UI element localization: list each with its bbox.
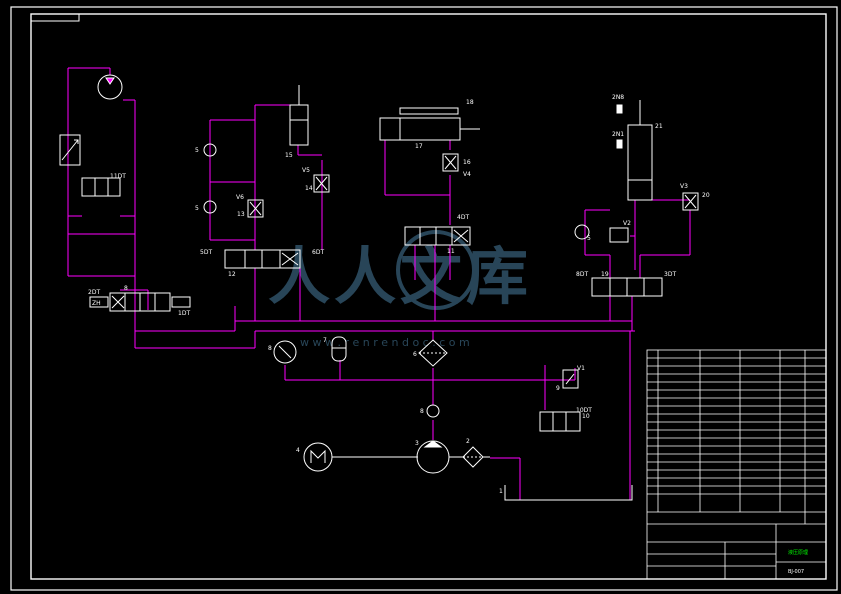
pressure-gauge	[273, 340, 297, 364]
component-label: V6	[236, 194, 244, 201]
title-block-title: 液压原理	[788, 549, 808, 556]
component-label: 4DT	[457, 214, 469, 221]
pipe-network	[67, 67, 691, 500]
valve-10dt	[81, 177, 121, 197]
component-label: 8	[420, 408, 424, 415]
component-label: 10DT	[576, 407, 592, 414]
corner-tab	[30, 13, 80, 22]
component-label: 10	[582, 413, 590, 420]
component-label: 5DT	[200, 249, 212, 256]
component-label: 14	[305, 185, 313, 192]
component-label: 2N8	[612, 94, 624, 101]
component-label: 6DT	[312, 249, 324, 256]
component-label: 12	[228, 271, 236, 278]
valve-v2	[609, 227, 629, 243]
limit-switch-2n8	[616, 104, 623, 114]
component-label: 8	[124, 285, 128, 292]
component-label: V4	[463, 171, 471, 178]
component-label: 6	[413, 351, 417, 358]
title-block-drawing-no: BJ-007	[788, 569, 804, 575]
cylinder-17	[379, 117, 461, 141]
component-label: 2N1	[612, 131, 624, 138]
labels: 1 2 3 4 5 5 5 6 7 8 8 9 10 8 12 11 19 13…	[88, 94, 710, 495]
component-label: 16	[463, 159, 471, 166]
component-label: 18	[466, 99, 474, 106]
component-label: 19	[601, 271, 609, 278]
component-label: 11	[447, 248, 455, 255]
component-label: 9	[556, 385, 560, 392]
components	[59, 74, 699, 501]
relief-valve-9	[562, 369, 579, 389]
component-label: V2	[623, 220, 631, 227]
throttle-16	[442, 153, 459, 172]
component-label: 17	[415, 143, 423, 150]
component-label: 3DT	[664, 271, 676, 278]
component-label: V3	[680, 183, 688, 190]
component-label: 21	[655, 123, 663, 130]
component-label: 15	[285, 152, 293, 159]
proportional-relief	[59, 134, 81, 166]
filter-2	[462, 446, 484, 468]
cylinder-15	[289, 104, 309, 146]
component-label: 4	[296, 447, 300, 454]
limit-switch-2n1	[616, 139, 623, 149]
component-label: V5	[302, 167, 310, 174]
valve-11	[404, 226, 471, 246]
component-label: 2DT	[88, 289, 100, 296]
component-label: 3	[415, 440, 419, 447]
inner-border	[30, 13, 827, 580]
component-label: ZH	[92, 300, 101, 307]
sensor-18	[399, 107, 459, 115]
throttle-13	[247, 199, 264, 218]
component-label: 8DT	[576, 271, 588, 278]
component-label: 7	[323, 337, 327, 344]
throttle-20	[682, 192, 699, 211]
valve-10	[539, 411, 581, 432]
component-label: 8	[268, 345, 272, 352]
outer-border	[10, 6, 838, 591]
accumulator-7	[331, 336, 347, 362]
component-label: 2	[466, 438, 470, 445]
check-valve-5c	[574, 224, 590, 240]
aux-pump	[97, 74, 123, 100]
title-block	[646, 349, 827, 580]
component-label: 11DT	[110, 173, 126, 180]
component-label: V1	[577, 365, 585, 372]
filter-6	[418, 339, 448, 367]
component-label: 20	[702, 192, 710, 199]
component-label: 1	[499, 488, 503, 495]
component-label: 5	[195, 147, 199, 154]
cylinder-21	[627, 124, 653, 201]
check-valve-5a	[203, 143, 217, 157]
component-label: 5	[587, 235, 591, 242]
title-block-text: 液压原理 BJ-007	[788, 549, 808, 575]
component-label: 5	[195, 205, 199, 212]
motor-4	[303, 442, 333, 472]
component-label: 1DT	[178, 310, 190, 317]
throttle-14	[313, 174, 330, 193]
tank	[504, 485, 633, 501]
check-valve-5b	[203, 200, 217, 214]
component-label: 13	[237, 211, 245, 218]
check-valve-8	[426, 404, 440, 418]
